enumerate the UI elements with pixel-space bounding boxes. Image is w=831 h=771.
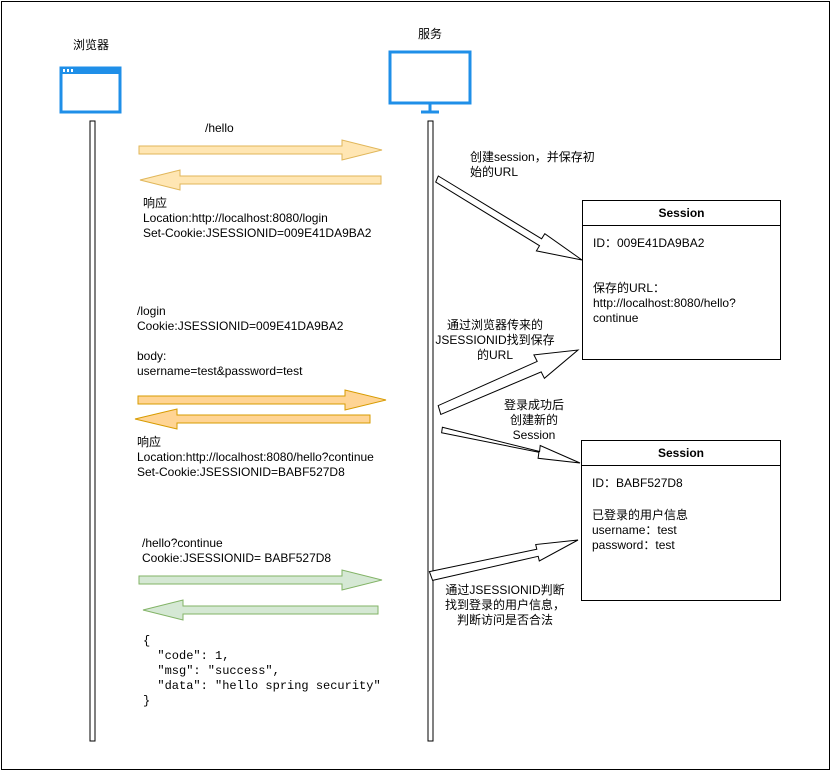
step1-note: 创建session，并保存初始的URL: [470, 150, 595, 179]
step2-find-url-note: 通过浏览器传来的JSESSIONID找到保存的URL: [435, 318, 555, 362]
step2-request-line: username=test&password=test: [137, 364, 303, 378]
step2-request-text: /login Cookie:JSESSIONID=009E41DA9BA2 bo…: [137, 304, 343, 379]
request-arrow-hello: [138, 139, 383, 161]
browser-actor-label: 浏览器: [72, 38, 109, 52]
session-box-logged-in: Session ID：BABF527D8 已登录的用户信息 username：t…: [581, 440, 781, 601]
step3-request-line: Cookie:JSESSIONID= BABF527D8: [142, 551, 332, 565]
request-arrow-login: [137, 389, 387, 411]
step2-request-line: body:: [137, 349, 167, 363]
saved-url-label: 保存的URL：: [593, 281, 666, 295]
session-box-initial: Session ID：009E41DA9BA2 保存的URL： http://l…: [582, 200, 781, 360]
session-title: Session: [583, 201, 780, 226]
request-arrow-continue: [138, 569, 383, 591]
server-actor-label: 服务: [417, 27, 442, 41]
step2-request-line: /login: [137, 304, 166, 318]
session-id: ID：BABF527D8: [592, 476, 683, 490]
step3-request-text: /hello?continue Cookie:JSESSIONID= BABF5…: [142, 536, 331, 566]
step2-response-line: Location:http://localhost:8080/hello?con…: [137, 450, 374, 464]
step2-response-line: 响应: [137, 435, 162, 449]
step2-request-line: [137, 334, 343, 349]
json-response: { "code": 1, "msg": "success", "data": "…: [143, 634, 381, 708]
session-id: ID：009E41DA9BA2: [593, 236, 705, 250]
step3-note: 通过JSESSIONID判断找到登录的用户信息，判断访问是否合法: [444, 583, 565, 627]
password-line: password：test: [592, 538, 675, 552]
step2-request-line: Cookie:JSESSIONID=009E41DA9BA2: [137, 319, 344, 333]
step3-request-line: /hello?continue: [142, 536, 223, 550]
arrow-create-session1: [435, 175, 583, 261]
response-arrow-login-redirect: [139, 169, 382, 191]
server-lifeline: [427, 120, 434, 742]
arrow-find-saved-url: [437, 349, 580, 416]
step2-response-text: 响应 Location:http://localhost:8080/hello?…: [137, 435, 374, 480]
user-info-label: 已登录的用户信息: [592, 508, 689, 522]
arrow-lookup-user-info: [428, 539, 579, 581]
step1-response-line: 响应: [143, 196, 168, 210]
step1-response-line: Location:http://localhost:8080/login: [143, 211, 328, 225]
session-title: Session: [582, 441, 780, 466]
response-arrow-continue-redirect: [134, 408, 371, 430]
response-arrow-json: [142, 599, 379, 621]
browser-lifeline: [89, 120, 96, 742]
saved-url-line: continue: [593, 311, 639, 325]
browser-window-icon: [59, 66, 122, 114]
username-line: username：test: [592, 523, 677, 537]
step2-login-note: 登录成功后创建新的Session: [503, 398, 564, 442]
arrow-create-session2: [441, 426, 581, 464]
step1-response-text: 响应 Location:http://localhost:8080/login …: [143, 196, 371, 241]
step1-request-label: /hello: [205, 121, 234, 135]
step2-response-line: Set-Cookie:JSESSIONID=BABF527D8: [137, 465, 345, 479]
step1-response-line: Set-Cookie:JSESSIONID=009E41DA9BA2: [143, 226, 372, 240]
saved-url-line: http://localhost:8080/hello?: [593, 296, 736, 310]
server-monitor-icon: [388, 50, 472, 114]
